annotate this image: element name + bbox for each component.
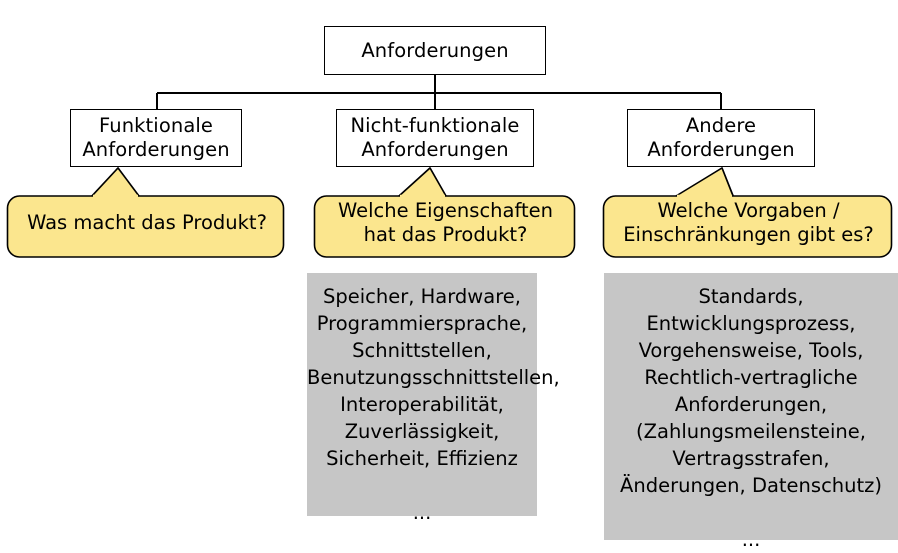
- callout-andere-text: Welche Vorgaben / Einschränkungen gibt e…: [623, 199, 874, 246]
- callout-nicht-funktionale-shape: [313, 167, 576, 258]
- detail-list-nicht-funktionale-anforderungen: Speicher, Hardware, Programmiersprache, …: [307, 273, 560, 524]
- callout-funktionale-text: Was macht das Produkt?: [27, 211, 267, 234]
- callout-funktionale-shape: [6, 167, 285, 258]
- node-andere-anforderungen-label: Andere Anforderungen: [647, 114, 795, 161]
- callout-andere-shape: [602, 167, 893, 258]
- callout-nicht-funktionale-anforderungen: Welche Eigenschaften hat das Produkt?: [313, 166, 578, 259]
- callout-funktionale-anforderungen: Was macht das Produkt?: [6, 166, 288, 259]
- diagram-canvas: Anforderungen Funktionale Anforderungen …: [6, 26, 898, 551]
- callout-nicht-funktionale-text: Welche Eigenschaften hat das Produkt?: [337, 199, 553, 246]
- detail-list-andere-anforderungen: Standards, Entwicklungsprozess, Vorgehen…: [604, 273, 898, 551]
- node-funktionale-anforderungen: Funktionale Anforderungen: [70, 109, 242, 167]
- node-anforderungen-label: Anforderungen: [361, 38, 509, 62]
- node-andere-anforderungen: Andere Anforderungen: [627, 109, 815, 167]
- callout-andere-anforderungen: Welche Vorgaben / Einschränkungen gibt e…: [602, 166, 895, 259]
- node-anforderungen: Anforderungen: [324, 26, 546, 75]
- node-nicht-funktionale-anforderungen-label: Nicht-funktionale Anforderungen: [350, 114, 520, 161]
- node-nicht-funktionale-anforderungen: Nicht-funktionale Anforderungen: [336, 109, 534, 167]
- node-funktionale-anforderungen-label: Funktionale Anforderungen: [82, 114, 230, 161]
